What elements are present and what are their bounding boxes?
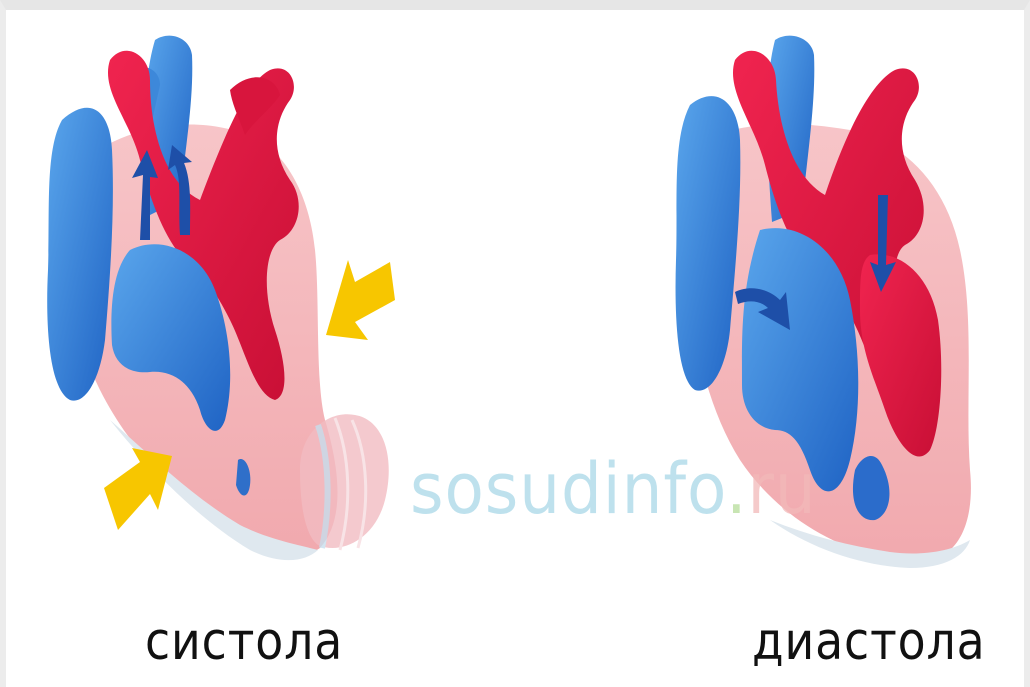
watermark-logo-icon <box>300 414 389 550</box>
diastole-label: диастола <box>752 612 986 672</box>
yellow-arrow-icon <box>326 260 395 340</box>
watermark-tld: ru <box>748 448 817 530</box>
watermark-main: sosudinfo <box>410 448 726 530</box>
watermark-text: sosudinfo.ru <box>410 448 817 530</box>
yellow-arrow-icon <box>104 448 172 530</box>
watermark-dot: . <box>726 448 747 530</box>
heart-systole-illustration <box>47 36 337 561</box>
systole-label: систола <box>145 612 343 672</box>
